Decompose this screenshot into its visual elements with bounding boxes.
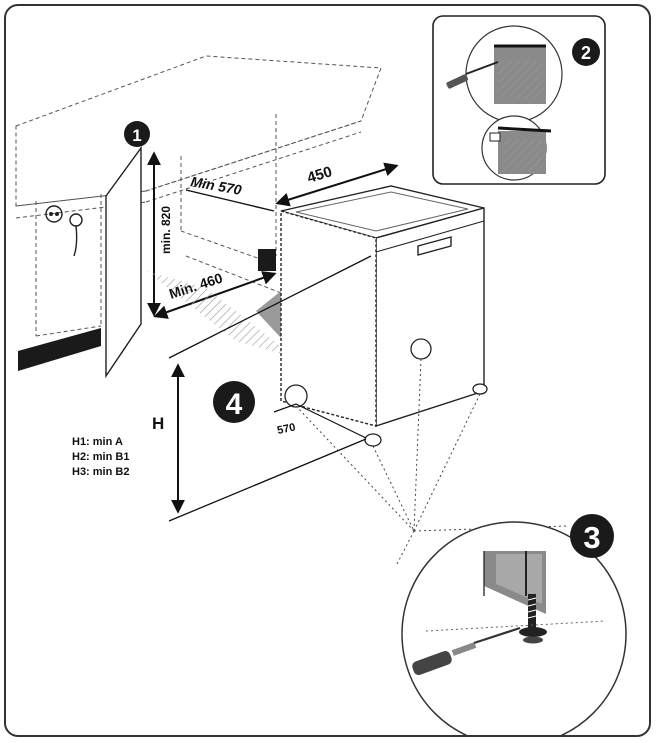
niche-plinth	[258, 249, 276, 271]
cabinet-plinth	[18, 328, 101, 371]
adjustable-feet	[284, 338, 488, 447]
height-dimension-top	[168, 255, 372, 359]
height-legend-line-3: H3: min B2	[72, 466, 129, 478]
dishwasher	[280, 185, 485, 427]
appliance-width-dimension	[275, 162, 399, 207]
step-1-badge: 1	[124, 121, 150, 147]
appliance-width-label: 450	[305, 163, 334, 187]
opening-height-label: min. 820	[159, 206, 173, 254]
installation-diagram: min. 820 Min 570 Min. 460 450	[15, 15, 627, 735]
kitchen-cabinet	[15, 55, 382, 337]
step-2-number: 2	[581, 43, 591, 63]
height-dimension-bottom	[168, 438, 367, 522]
step-1-number: 1	[132, 126, 141, 145]
height-label: H	[152, 414, 164, 433]
cabinet-width-dimension	[185, 189, 275, 212]
height-legend-line-1: H1: min A	[72, 436, 123, 448]
step-2-inset: 2	[432, 15, 606, 185]
floor-hatch	[146, 271, 296, 358]
power-socket-icon	[45, 205, 83, 257]
diagram-frame: min. 820 Min 570 Min. 460 450	[4, 4, 651, 737]
height-legend-line-2: H2: min B1	[72, 451, 129, 463]
foot-offset-line	[273, 403, 367, 439]
step-3-number: 3	[583, 520, 600, 555]
step-4-number: 4	[226, 388, 243, 421]
cabinet-width-label: Min 570	[189, 173, 243, 198]
cabinet-door	[105, 145, 142, 379]
foot-offset-label: 570	[276, 421, 296, 437]
height-legend: H1: min A H2: min B1 H3: min B2	[72, 436, 129, 478]
step-4-badge: 4	[213, 381, 255, 423]
step-3-zoom: 3	[401, 514, 627, 735]
